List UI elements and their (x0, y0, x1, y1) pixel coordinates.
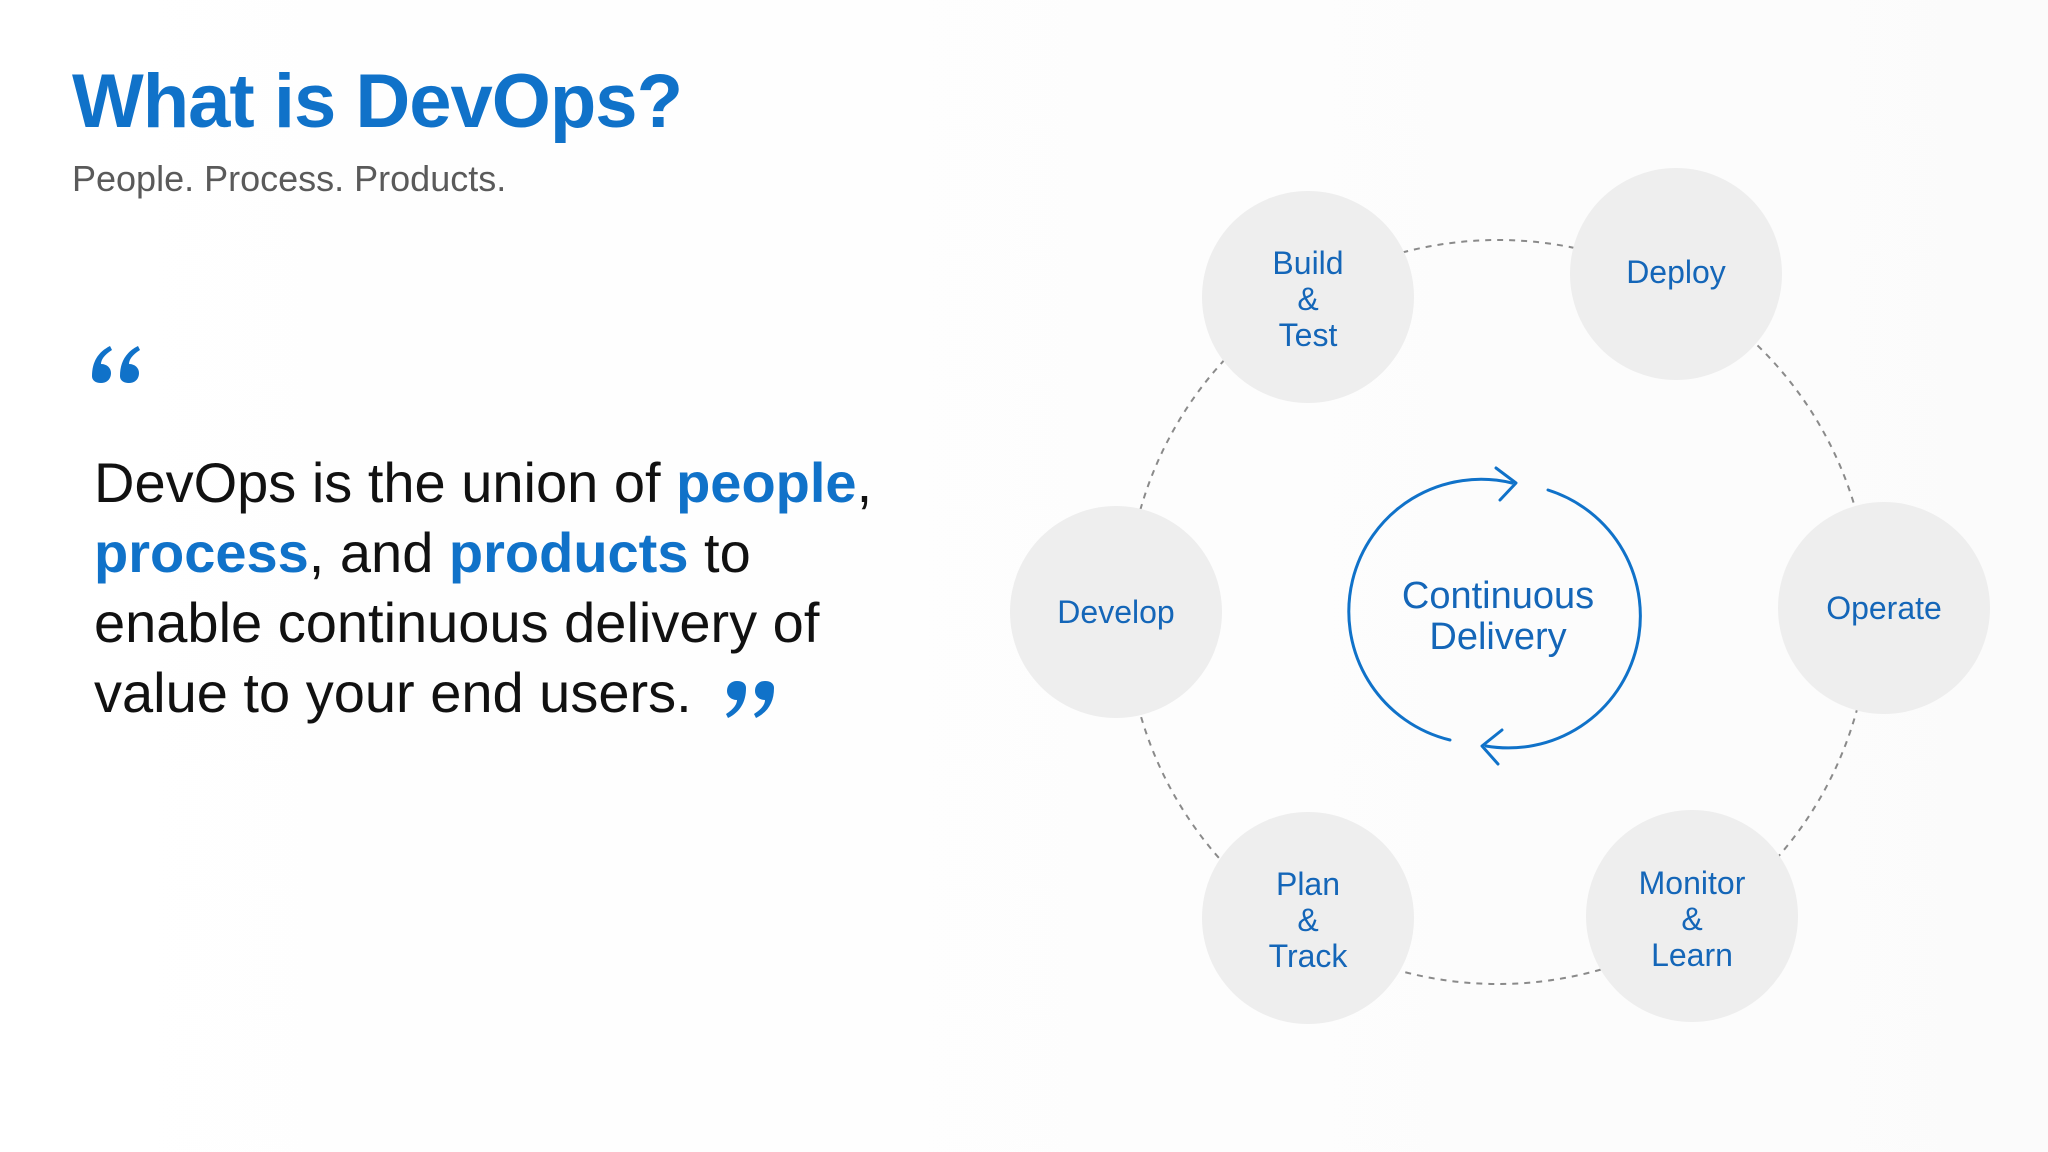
stage-monitor-learn-circle (1586, 810, 1798, 1022)
stage-operate-line-1: Operate (1826, 590, 1942, 626)
stage-plan-track-line-2: & (1297, 902, 1318, 938)
slide-subtitle: People. Process. Products. (72, 158, 507, 199)
close-quote-icon (726, 681, 774, 718)
stage-build-test-line-3: Test (1279, 317, 1338, 353)
stage-deploy: Deploy (1570, 168, 1782, 380)
quote-comma: , (856, 451, 873, 514)
stage-monitor-learn-line-1: Monitor (1639, 865, 1746, 901)
quote-text: DevOps is the union of people, process, … (94, 448, 934, 728)
stage-build-test: Build & Test (1202, 191, 1414, 403)
stage-develop-circle (1010, 506, 1222, 718)
quote-part-1: DevOps is the union of (94, 451, 677, 514)
quote-highlight-process: process (94, 521, 309, 584)
open-quote-icon (92, 346, 140, 383)
stage-operate: Operate (1778, 502, 1990, 714)
stage-develop-line-1: Develop (1057, 594, 1174, 630)
stage-develop: Develop (1010, 506, 1222, 718)
stage-monitor-learn-line-2: & (1681, 901, 1702, 937)
center-label-line-2: Delivery (1429, 616, 1566, 658)
stage-deploy-line-1: Deploy (1626, 254, 1726, 290)
stage-build-test-line-2: & (1297, 281, 1318, 317)
center-label-line-1: Continuous (1402, 575, 1594, 617)
stage-plan-track-line-1: Plan (1276, 866, 1340, 902)
stage-monitor-learn: Monitor & Learn (1586, 810, 1798, 1022)
stage-build-test-circle (1202, 191, 1414, 403)
stage-plan-track-circle (1202, 812, 1414, 1024)
stage-operate-circle (1778, 502, 1990, 714)
quote-highlight-products: products (448, 521, 689, 584)
stage-plan-track-line-3: Track (1269, 938, 1349, 974)
quote-part-3: to enable continuous delivery of value t… (94, 521, 820, 724)
stage-build-test-line-1: Build (1272, 245, 1343, 281)
continuous-delivery-cycle-icon (1347, 466, 1642, 766)
stage-deploy-circle (1570, 168, 1782, 380)
quote-highlight-people: people (676, 451, 857, 514)
quote-part-2: , and (308, 521, 449, 584)
slide-title: What is DevOps? (72, 59, 683, 144)
stage-monitor-learn-line-3: Learn (1651, 937, 1733, 973)
stage-plan-track: Plan & Track (1202, 812, 1414, 1024)
